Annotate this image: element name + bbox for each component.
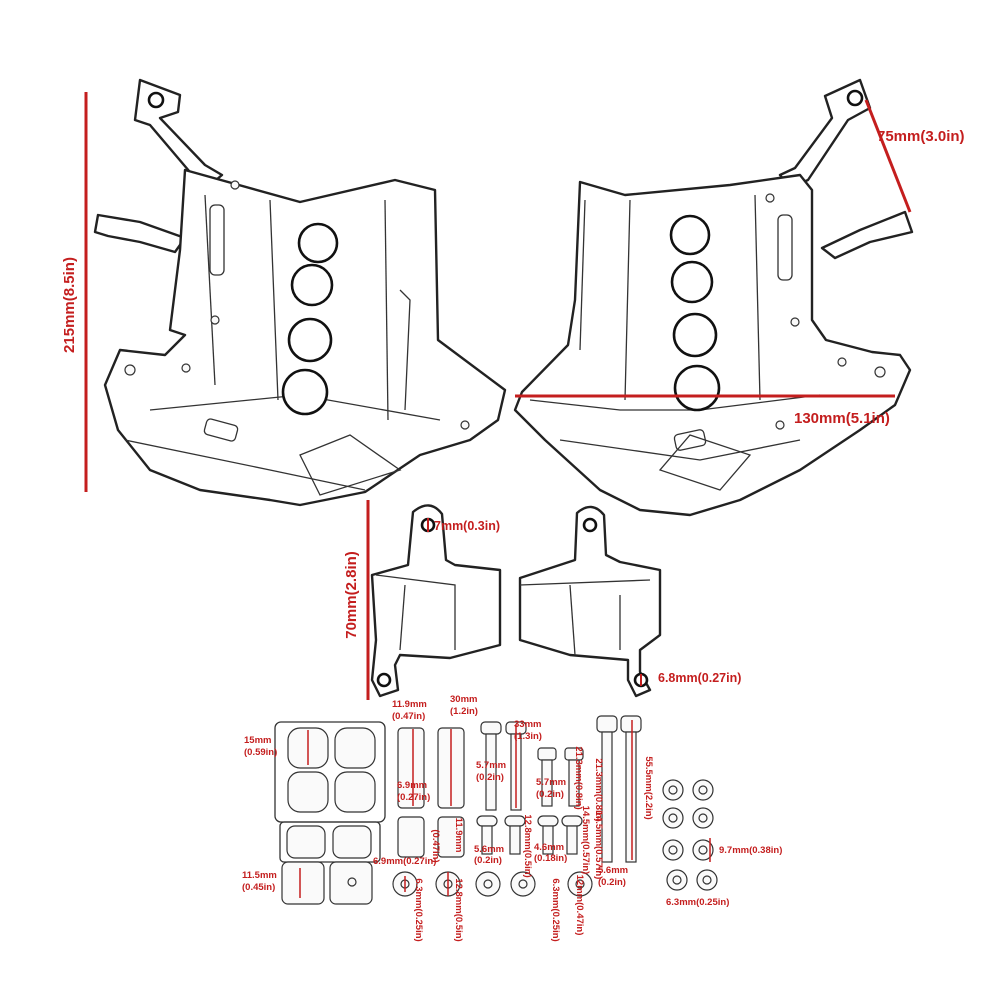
label-washer-c: 6.3mm(0.25in) [550, 878, 561, 941]
rubber-pads-small [281, 861, 373, 905]
label-spacer-b-od-v: (0.47in) [430, 829, 441, 862]
washers [392, 871, 593, 897]
label-long-bolt-mid: 21.3mm(0.8in) [593, 758, 604, 821]
rubber-pads-large [274, 721, 386, 863]
label-long-bolt-a: 55.5mm(2.2in) [643, 756, 654, 819]
label-pad-small-1: 11.5mm [242, 870, 277, 881]
label-pad-large-2: (0.59in) [244, 747, 277, 758]
label-short-spacer-id: 6.9mm(0.27in) [373, 856, 436, 867]
label-screw-b-dia-2: (0.18in) [534, 853, 567, 864]
dim-mount-hole: 7mm(0.3in) [434, 519, 500, 533]
label-bolt-b-len: 21.3mm(0.8in) [573, 746, 584, 809]
dimension-labels: 215mm(8.5in) 75mm(3.0in) 130mm(5.1in) 7m… [61, 128, 965, 942]
label-bolt-a-len-1: 33mm [514, 719, 541, 730]
label-washer-a: 6.3mm(0.25in) [413, 878, 424, 941]
label-bolt-a-dia-2: (0.2in) [476, 772, 504, 783]
label-screw-a-len: 12.8mm(0.5in) [522, 814, 533, 877]
dimension-lines [84, 92, 912, 898]
label-washer-b: 12.8mm(0.5in) [453, 878, 464, 941]
label-spacer-a-id-2: (0.27in) [397, 792, 430, 803]
label-nut-od: 9.7mm(0.38in) [719, 845, 782, 856]
label-pad-small-2: (0.45in) [242, 882, 275, 893]
label-spacer-a-od-1: 11.9mm [392, 699, 427, 710]
label-spacer-b-od-v2: 11.9mm [453, 818, 464, 853]
label-screw-a-dia-1: 5.6mm [474, 844, 504, 855]
label-spacer-b-len-2: (1.2in) [450, 706, 478, 717]
label-screw-b-dia-1: 4.6mm [534, 842, 564, 853]
dim-height-guard: 215mm(8.5in) [61, 257, 78, 353]
label-spacer-a-od-2: (0.47in) [392, 711, 425, 722]
left-mount-bracket [370, 504, 502, 698]
label-bolt-b-dia-2: (0.2in) [536, 789, 564, 800]
label-long-bolt-screw: 14.5mm(0.57in) [593, 811, 604, 880]
label-long-bolt-b-dia-2: (0.2in) [598, 877, 626, 888]
dim-height-mount: 70mm(2.8in) [343, 551, 360, 639]
label-nut-id: 6.3mm(0.25in) [666, 897, 729, 908]
hardware-kit [274, 715, 718, 905]
label-pad-large-1: 15mm [244, 735, 271, 746]
nuts [662, 779, 718, 891]
dim-lower-hole: 6.8mm(0.27in) [658, 671, 741, 685]
label-screw-b-len: 14.5mm(0.57in) [580, 806, 591, 875]
label-bolt-b-dia-1: 5.7mm [536, 777, 566, 788]
label-washer-d: 12mm(0.47in) [574, 875, 585, 936]
label-bolt-a-len-2: (1.3in) [514, 731, 542, 742]
dim-bracket-arm: 75mm(3.0in) [877, 128, 965, 145]
label-long-bolt-b-dia-1: 5.6mm [598, 865, 628, 876]
right-engine-guard [513, 78, 914, 517]
right-mount-bracket [518, 505, 662, 698]
label-bolt-a-dia-1: 5.7mm [476, 760, 506, 771]
label-screw-a-dia-2: (0.2in) [474, 855, 502, 866]
label-spacer-b-len-1: 30mm [450, 694, 477, 705]
left-engine-guard [93, 78, 507, 507]
spacers [397, 727, 465, 858]
label-spacer-a-id-1: 6.9mm [397, 780, 427, 791]
dim-width-guard: 130mm(5.1in) [794, 410, 890, 427]
